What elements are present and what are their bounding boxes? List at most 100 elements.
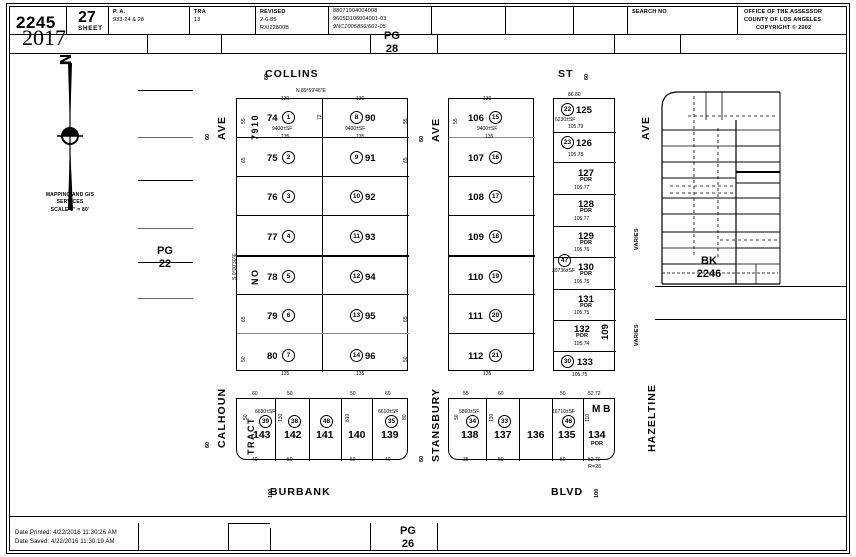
block-parcels-139-143 bbox=[236, 398, 408, 461]
parcel-area-90: 9400±SF bbox=[345, 126, 366, 132]
street-name-blvd: BLVD bbox=[551, 486, 584, 498]
page-ref-left: PG 22 bbox=[148, 245, 182, 270]
parcel-number-141: 141 bbox=[316, 429, 334, 441]
footer-bar: Date Printed: 4/22/2016 11:30:26 AM Date… bbox=[9, 517, 847, 551]
parcel-number-136: 136 bbox=[527, 429, 545, 441]
br-top-dim-4: 50 bbox=[560, 391, 566, 397]
parcel-130-por: POR bbox=[580, 271, 592, 277]
parcel-129-below-dim: 105.76 bbox=[574, 247, 590, 253]
right-lower-neighbor-block bbox=[655, 286, 847, 320]
parcel-number-93: 93 bbox=[365, 232, 376, 243]
bl-top-dim-1: 60 bbox=[252, 391, 258, 397]
block3-row-rule-5 bbox=[554, 257, 616, 258]
lot-circle-1: 1 bbox=[282, 111, 295, 124]
street-width-st: 60 bbox=[584, 73, 590, 80]
lot-circle-12: 12 bbox=[350, 270, 363, 283]
compass-caption-line-2: SERVICES bbox=[56, 199, 84, 206]
block1-bearing-top: N 89°59'46"E bbox=[296, 88, 326, 94]
parcel-140-left-dim: 810 bbox=[345, 413, 351, 422]
parcel-number-107: 107 bbox=[468, 153, 484, 164]
lot-circle-9: 9 bbox=[350, 151, 363, 164]
parcel-127-below-dim: 105.77 bbox=[574, 185, 590, 191]
page-ref-bottom-number: 26 bbox=[401, 537, 415, 550]
code-line-1: 88071904004008 bbox=[333, 8, 378, 14]
street-width-burbank: 100 bbox=[268, 488, 274, 498]
lot-circle-10: 10 bbox=[350, 190, 363, 203]
br-top-dim-5: 52.72 bbox=[588, 391, 601, 397]
parcel-74-side-dim: 55 bbox=[241, 118, 247, 124]
adjacent-book-number: 2246 bbox=[696, 267, 722, 280]
parcel-number-106: 106 bbox=[468, 113, 484, 124]
parcel-area-135: 16710±SF bbox=[552, 409, 576, 415]
lot-circle-2: 2 bbox=[282, 151, 295, 164]
street-name-collins: COLLINS bbox=[265, 68, 319, 80]
parcel-number-135: 135 bbox=[558, 429, 576, 441]
header-bottom-rule bbox=[9, 34, 847, 35]
bl-bot-dim-2: 50 bbox=[287, 457, 293, 463]
parcel-95-side-dim: 65 bbox=[403, 316, 409, 322]
lot-circle-20: 20 bbox=[489, 309, 502, 322]
parcel-139-left-dim: 80 bbox=[402, 414, 408, 420]
tract-number: 7910 bbox=[250, 113, 260, 140]
parcel-137-left-dim: 130 bbox=[489, 413, 495, 422]
date-saved: Date Saved: 4/22/2016 11:30:19 AM bbox=[15, 539, 115, 545]
parcel-90-side-dim: 55 bbox=[403, 118, 409, 124]
block3-row-rule-7 bbox=[554, 320, 616, 321]
lot-circle-48: 48 bbox=[320, 415, 333, 428]
north-arrow: N bbox=[40, 53, 100, 220]
assessor-line-1: OFFICE OF THE ASSESSOR bbox=[744, 9, 823, 15]
parcel-number-109: 109 bbox=[468, 232, 484, 243]
street-suffix-stansbury: AVE bbox=[430, 117, 442, 142]
parcel-number-131: 131 bbox=[578, 294, 594, 305]
page-ref-top-label: PG bbox=[384, 30, 400, 42]
br-row-div-2 bbox=[519, 399, 520, 461]
lot-circle-21: 21 bbox=[489, 349, 502, 362]
tract-no-label: NO bbox=[250, 268, 260, 286]
br-top-dim-1: 55 bbox=[463, 391, 469, 397]
parcel-number-94: 94 bbox=[365, 272, 376, 283]
parcel-number-112: 112 bbox=[468, 351, 484, 362]
parcel-128-below-dim: 105.77 bbox=[574, 216, 590, 222]
bl-row-div-3 bbox=[341, 399, 342, 461]
lot-circle-16: 16 bbox=[489, 151, 502, 164]
header-codes-cell: 88071904004008 9605D106004001-03 9NC1005… bbox=[329, 6, 432, 34]
lot-circle-11: 11 bbox=[350, 230, 363, 243]
block-parcels-134-138 bbox=[448, 398, 615, 461]
parcel-129-por: POR bbox=[580, 240, 592, 246]
parcel-number-76: 76 bbox=[267, 192, 278, 203]
block2-bottom-dim: 135 bbox=[483, 371, 492, 377]
street-name-burbank: BURBANK bbox=[270, 486, 331, 498]
bl-bot-dim-4: 50 bbox=[350, 457, 356, 463]
parcel-area-74: 9400±SF bbox=[272, 126, 293, 132]
parcel-number-132: 132 bbox=[574, 324, 590, 335]
block1-mid-dim: 72 bbox=[317, 114, 323, 120]
block1-row-rule-3 bbox=[237, 215, 409, 216]
block-parcels-106-112 bbox=[448, 98, 535, 371]
block1-row-rule-2 bbox=[237, 176, 409, 177]
parcel-number-137: 137 bbox=[494, 429, 512, 441]
street-width-stansbury: 60 bbox=[419, 455, 425, 462]
left-neighbor-rule-2 bbox=[138, 137, 193, 138]
parcel-area-106: 9400±SF bbox=[477, 126, 498, 132]
parcel-130-below-dim: 105.75 bbox=[574, 279, 590, 285]
footer-tick-2 bbox=[228, 523, 229, 551]
parcel-number-130: 130 bbox=[578, 262, 594, 273]
parcel-number-90: 90 bbox=[365, 113, 376, 124]
street-name-st: ST bbox=[558, 68, 574, 80]
parcel-number-138: 138 bbox=[461, 429, 479, 441]
date-printed: Date Printed: 4/22/2016 11:30:26 AM bbox=[15, 530, 117, 536]
parcel-number-108: 108 bbox=[468, 192, 484, 203]
adjacent-book-label: BK bbox=[701, 255, 717, 267]
parcel-area-125: 6230±SF bbox=[555, 117, 576, 123]
footer-step-rule bbox=[228, 523, 270, 524]
left-neighbor-rule-1 bbox=[138, 90, 193, 91]
revised-date: 2-6-85 bbox=[260, 17, 277, 23]
compass-caption: MAPPING AND GIS SERVICES SCALE 1" = 80' bbox=[15, 192, 125, 214]
parcel-number-126: 126 bbox=[576, 138, 592, 149]
block1-bearing-left: S 0°00'30"E bbox=[232, 253, 238, 280]
parcel-96-side-dim: 50 bbox=[403, 356, 409, 362]
parcel-128-por: POR bbox=[580, 208, 592, 214]
street-width-calhoun: 60 bbox=[205, 441, 211, 448]
adjacent-book-block bbox=[660, 88, 850, 298]
br-bot-dim-2: 50 bbox=[498, 457, 504, 463]
